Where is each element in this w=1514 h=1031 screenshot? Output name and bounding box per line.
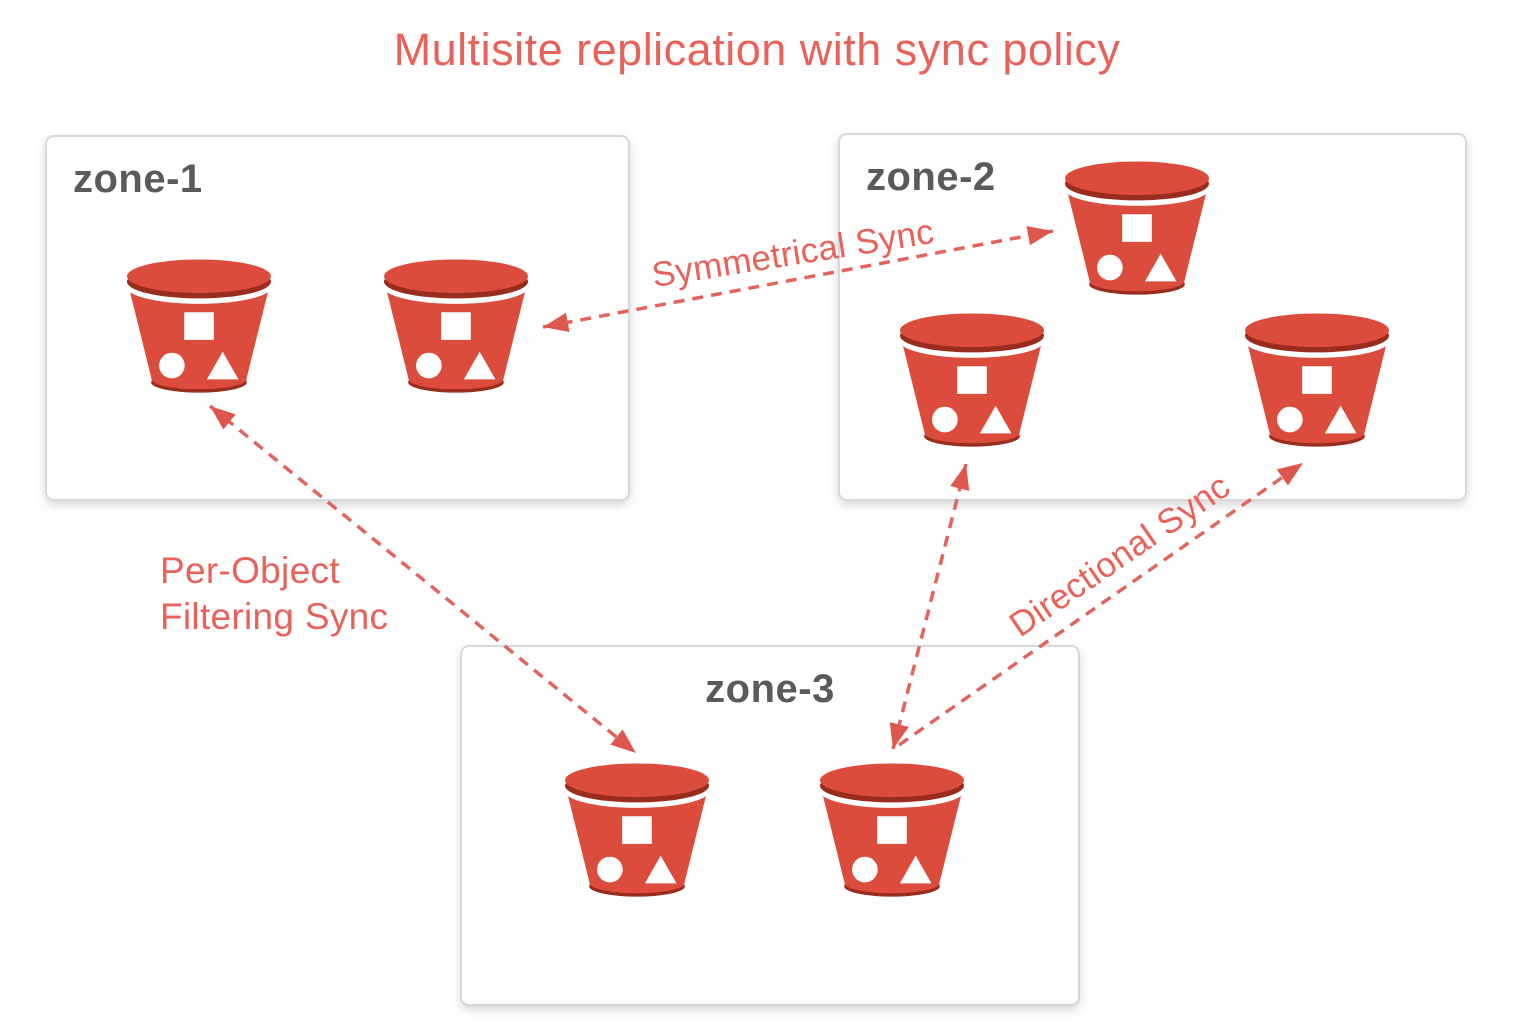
per-object-filtering-sync-label: Per-Object Filtering Sync bbox=[160, 548, 388, 640]
bucket-icon-zone2-left bbox=[898, 312, 1046, 457]
bucket-icon-zone3-a bbox=[563, 762, 711, 907]
per-object-label-line2: Filtering Sync bbox=[160, 595, 389, 637]
zone-3-label: zone-3 bbox=[705, 667, 835, 711]
bucket-icon-zone2-top bbox=[1063, 160, 1211, 305]
bucket-icon-zone1-a bbox=[125, 258, 273, 403]
per-object-label-line1: Per-Object bbox=[160, 550, 340, 591]
bucket-icon-zone2-right bbox=[1243, 312, 1391, 457]
bucket-icon-zone3-b bbox=[818, 762, 966, 907]
page-title: Multisite replication with sync policy bbox=[393, 24, 1121, 75]
bucket-icon-zone1-b bbox=[382, 258, 530, 403]
zone-2-label: zone-2 bbox=[866, 155, 996, 199]
zone-panel-3: zone-3 bbox=[460, 645, 1080, 1006]
zone-1-label: zone-1 bbox=[73, 157, 203, 201]
